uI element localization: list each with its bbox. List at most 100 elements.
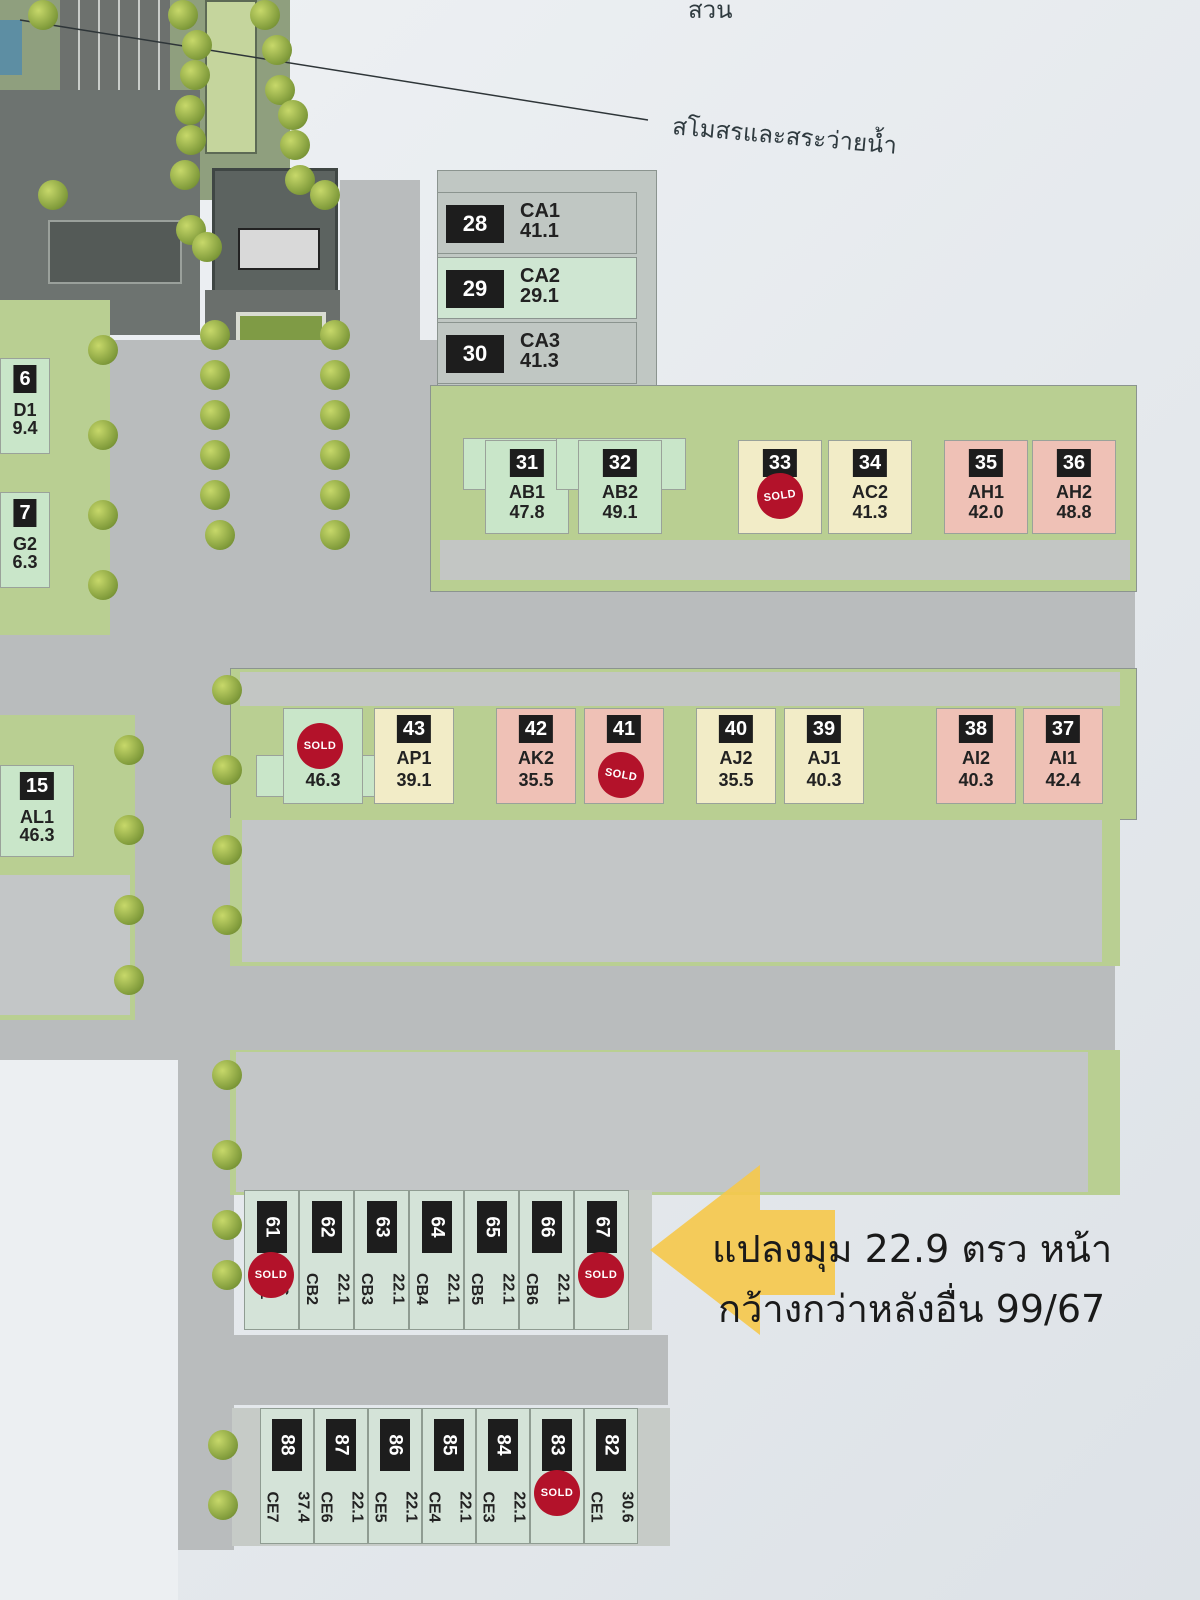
tree-marker	[170, 160, 200, 190]
lot-number-text: 88	[276, 1434, 298, 1456]
tree-marker	[176, 125, 206, 155]
lot-number: 40	[718, 715, 754, 743]
tree-marker	[212, 905, 242, 935]
lot-number: 39	[806, 715, 842, 743]
lot-number-text: 87	[330, 1434, 352, 1456]
lot-number: 85	[434, 1419, 464, 1471]
tree-marker	[212, 1060, 242, 1090]
lot-number-text: 85	[438, 1434, 460, 1456]
tree-marker	[262, 35, 292, 65]
lot-code: AK2	[517, 748, 554, 768]
callout-line-2: กว้างกว่าหลังอื่น 99/67	[718, 1287, 1106, 1331]
lot-area: 46.3	[305, 770, 341, 790]
lot-number-text: 84	[492, 1434, 514, 1456]
lot-number: 84	[488, 1419, 518, 1471]
tree-marker	[320, 360, 350, 390]
lot-number: 7	[13, 499, 37, 527]
tree-marker	[200, 400, 230, 430]
lot-number-text: 67	[591, 1216, 613, 1238]
road-vertical-west	[340, 180, 420, 630]
lot-code: AB2	[601, 482, 638, 502]
lot-code: AH1	[967, 482, 1004, 502]
tree-marker	[88, 335, 118, 365]
lot-area: 22.1	[334, 1273, 352, 1305]
tree-marker	[38, 180, 68, 210]
row-a-driveway	[440, 540, 1130, 580]
lot-code: CE4	[425, 1491, 443, 1523]
lot-area: 22.1	[402, 1491, 420, 1523]
lot-area: 22.1	[348, 1491, 366, 1523]
tree-marker	[310, 180, 340, 210]
lot-code: CE7	[263, 1491, 281, 1523]
lot-area: 49.1	[602, 502, 638, 522]
tree-marker	[168, 0, 198, 30]
tree-marker	[200, 440, 230, 470]
lot-code: CA2	[520, 265, 561, 287]
tree-marker	[180, 60, 210, 90]
lot-code: CE3	[479, 1491, 497, 1523]
lot-code: AC2	[851, 482, 888, 502]
clubhouse-label: สโมสรและสระว่ายน้ำ	[671, 112, 899, 160]
tree-marker	[320, 480, 350, 510]
lot-area: 47.8	[509, 502, 545, 522]
lot-area: 35.5	[718, 770, 754, 790]
lot-code-area: CE6 22.1	[317, 1477, 365, 1537]
lot-number: 6	[13, 365, 37, 393]
clubhouse-roof	[238, 228, 320, 270]
tree-marker	[182, 30, 212, 60]
future-block-1	[242, 820, 1102, 962]
lot-code: AJ1	[807, 748, 841, 768]
lot-area: 46.3	[19, 825, 55, 845]
lot-number: 29	[446, 270, 504, 308]
lot-area: 41.3	[852, 502, 888, 522]
pool-corner	[0, 20, 22, 75]
tree-marker	[208, 1430, 238, 1460]
tree-marker	[114, 965, 144, 995]
lot-number: 31	[509, 449, 545, 477]
tree-marker	[320, 400, 350, 430]
lot-number: 42	[518, 715, 554, 743]
tree-marker	[280, 130, 310, 160]
lot-number-text: 64	[426, 1216, 448, 1238]
lot-code: CB6	[522, 1272, 540, 1306]
lot-code: CE5	[371, 1491, 389, 1523]
callout-arrow	[650, 1165, 835, 1335]
lot-area: 40.3	[958, 770, 994, 790]
lot-number: 36	[1056, 449, 1092, 477]
lot-code: CE6	[317, 1491, 335, 1523]
lot-number: 65	[476, 1201, 507, 1253]
tree-marker	[114, 815, 144, 845]
tree-marker	[212, 835, 242, 865]
lot-number: 41	[606, 715, 642, 743]
lot-code: CA1	[520, 200, 561, 222]
lot-number: 43	[396, 715, 432, 743]
tree-marker	[200, 320, 230, 350]
lot-number: 82	[596, 1419, 626, 1471]
tree-marker	[320, 520, 350, 550]
tree-marker	[212, 1210, 242, 1240]
lot-code: AH2	[1055, 482, 1092, 502]
road-east-west-2	[180, 955, 1115, 1050]
left-lane	[48, 220, 182, 284]
lot-number-text: 66	[536, 1216, 558, 1238]
tree-marker	[320, 320, 350, 350]
lot-code: AB1	[508, 482, 545, 502]
tree-marker	[200, 480, 230, 510]
tree-marker	[212, 1260, 242, 1290]
